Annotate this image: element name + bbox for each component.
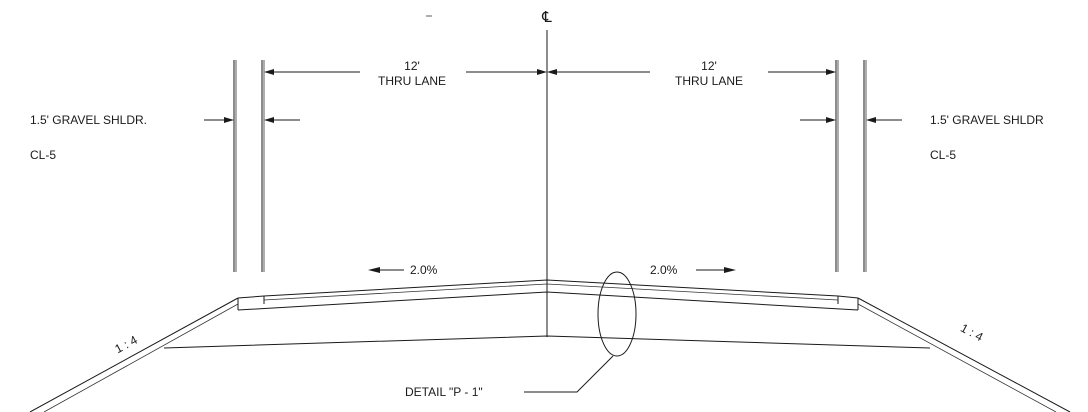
detail-callout-label: DETAIL "P - 1": [405, 385, 483, 399]
pavement-layer-bottom: [237, 291, 859, 311]
left-shoulder-dim-arrow-b: [264, 117, 274, 123]
left-shoulder-material: CL-5: [30, 148, 56, 162]
right-shoulder-label: 1.5' GRAVEL SHLDR: [930, 113, 1044, 127]
right-shoulder-dim-arrow-a: [826, 117, 836, 123]
left-side-slope-inner: [43, 303, 239, 412]
right-lane-name: THRU LANE: [675, 74, 743, 88]
detail-callout-ellipse: [597, 271, 637, 357]
right-lane-dim-arrow-left: [547, 69, 557, 75]
left-shoulder-label: 1.5' GRAVEL SHLDR.: [30, 113, 147, 127]
right-lane-dim-arrow-right: [826, 69, 836, 75]
right-slope-arrowhead: [724, 267, 736, 273]
left-lane-dim-arrow-left: [264, 69, 274, 75]
pavement-top-surface: [237, 279, 859, 299]
left-slope-arrowhead: [368, 267, 380, 273]
left-side-slope-ratio: 1 : 4: [113, 333, 140, 356]
right-lane-width: 12': [701, 59, 717, 73]
pavement-top-surface-inner: [263, 283, 839, 301]
left-slope-value: 2.0%: [410, 263, 438, 277]
right-shoulder-material: CL-5: [930, 148, 956, 162]
centerline-symbol: ℄: [541, 9, 552, 26]
left-lane-width: 12': [404, 59, 420, 73]
left-shoulder-dim-arrow-a: [224, 117, 234, 123]
subgrade-line: [163, 335, 931, 349]
right-side-slope-outer: [857, 297, 1071, 412]
left-lane-dim-arrow-right: [537, 69, 547, 75]
left-lane-name: THRU LANE: [378, 74, 446, 88]
detail-callout-leader: [524, 355, 614, 393]
right-shoulder-dim-arrow-b: [866, 117, 876, 123]
right-side-slope-inner: [857, 303, 1057, 412]
right-slope-value: 2.0%: [650, 263, 678, 277]
right-side-slope-ratio: 1 : 4: [958, 321, 985, 344]
left-side-slope-outer: [29, 297, 239, 412]
